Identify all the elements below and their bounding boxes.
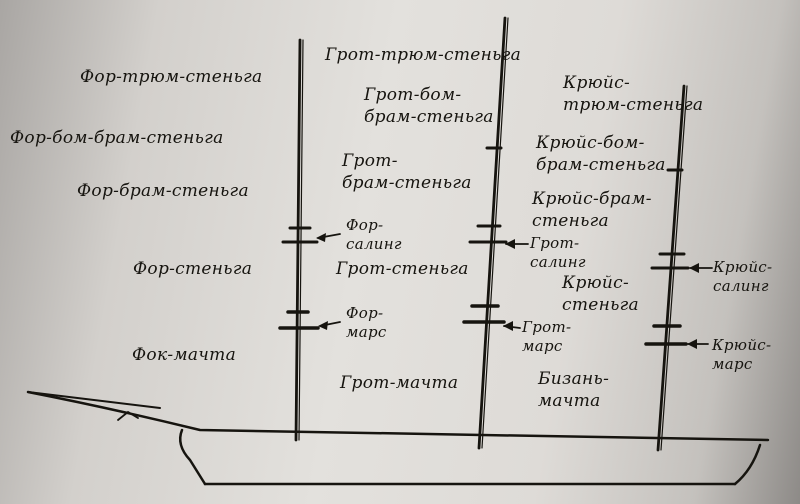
mizzen-top (644, 324, 688, 346)
fore-topgallant-royal-label: Фор-бом-брам-стеньга (10, 128, 224, 148)
main-crosstrees-label-line2: салинг (530, 253, 586, 271)
bowsprit (27, 391, 161, 409)
mainmast-label: Грот-мачта (340, 373, 459, 393)
fore-crosstrees-label-line1: Фор- (346, 216, 384, 234)
mizzen-crosstrees-label-line2: салинг (713, 277, 769, 295)
fore-top (278, 310, 320, 330)
mizzen-topgallant-label-line1: Крюйс-брам- (532, 189, 652, 209)
main-top-label: Грот- марс (522, 318, 571, 356)
mizzenmast-label-line1: Бизань- (538, 369, 610, 389)
mizzen-crosstrees (650, 252, 690, 270)
mizzen-top-label-line1: Крюйс- (712, 336, 772, 354)
mizzen-topmast-label-line1: Крюйс- (562, 273, 630, 293)
mizzen-royal-mast-label: Крюйс- трюм-стеньга (563, 72, 703, 116)
mizzen-crosstrees-label: Крюйс- салинг (713, 258, 772, 296)
main-top (462, 304, 506, 324)
main-topgallant-label: Грот- брам-стеньга (342, 150, 472, 194)
main-royal-mast-label: Грот-трюм-стеньга (325, 45, 522, 65)
mizzen-topgallant-label: Крюйс-брам- стеньга (532, 188, 652, 232)
mizzen-top-label-line2: марс (712, 355, 753, 373)
mizzen-topgallant-label-line2: стеньга (532, 211, 609, 231)
hull-sheer (179, 428, 207, 486)
fore-crosstrees-label-line2: салинг (346, 235, 402, 253)
fore-topgallant-label: Фор-брам-стеньга (77, 181, 249, 201)
mizzen-royal-mast-label-line1: Крюйс- (563, 73, 631, 93)
mizzenmast-label: Бизань- мачта (538, 368, 609, 412)
main-topgallant-label-line2: брам-стеньга (342, 173, 472, 193)
mizzen-crosstrees-label-line1: Крюйс- (713, 258, 773, 276)
fore-crosstrees-label: Фор- салинг (346, 216, 402, 254)
main-crosstrees-label: Грот- салинг (530, 234, 586, 272)
main-crosstrees (468, 224, 508, 244)
main-topgallant-label-line1: Грот- (342, 151, 398, 171)
main-royal-label-line1: Грот-бом- (364, 85, 462, 105)
mizzen-royal-label-line2: брам-стеньга (536, 155, 666, 175)
foremast-label: Фок-мачта (132, 345, 237, 365)
mizzen-royal-label: Крюйс-бом- брам-стеньга (536, 132, 666, 176)
bow-rig (117, 410, 139, 421)
mizzen-top-label: Крюйс- марс (712, 336, 771, 374)
fore-top-label-line1: Фор- (346, 304, 384, 322)
fore-top-label-line2: марс (346, 323, 387, 341)
main-crosstrees-label-line1: Грот- (530, 234, 580, 252)
mainmast-line (477, 16, 507, 450)
hull-deck-line (26, 390, 770, 442)
main-top-label-line1: Грот- (522, 318, 572, 336)
fore-royal-mast-label: Фор-трюм-стеньга (80, 67, 263, 87)
mizzen-topmast-label-line2: стеньга (562, 295, 639, 315)
fore-topmast-label: Фор-стеньга (133, 259, 253, 279)
fore-top-label: Фор- марс (346, 304, 387, 342)
mizzen-royal-mast-label-line2: трюм-стеньга (563, 95, 704, 115)
main-topmast-label: Грот-стеньга (336, 259, 469, 279)
mizzenmast-label-line2: мачта (538, 391, 601, 411)
mizzen-topmast-label: Крюйс- стеньга (562, 272, 639, 316)
hull-stern (733, 443, 762, 486)
foremast-line (294, 38, 302, 442)
main-top-label-line2: марс (522, 337, 563, 355)
fore-crosstrees (281, 226, 319, 244)
mizzen-royal-label-line1: Крюйс-бом- (536, 133, 645, 153)
main-royal-label-line2: брам-стеньга (364, 107, 494, 127)
main-royal-label: Грот-бом- брам-стеньга (364, 84, 494, 128)
